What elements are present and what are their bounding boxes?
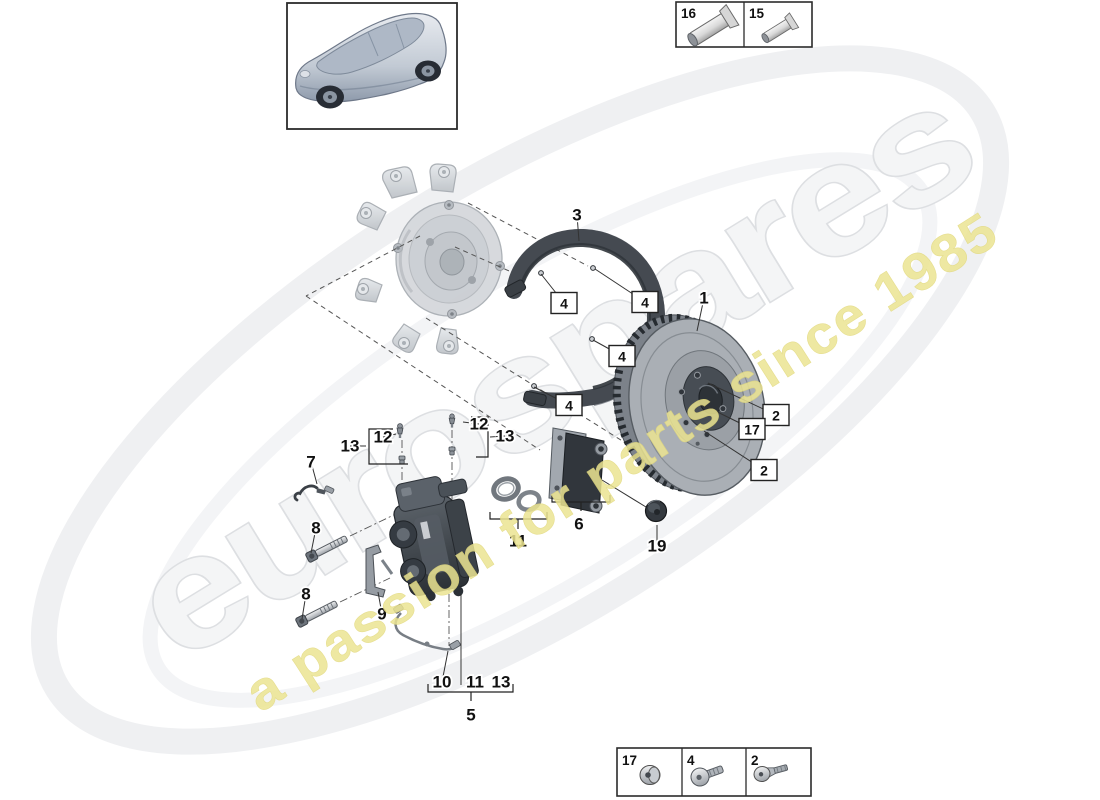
ref-box-bottom-right: 17 4 2 bbox=[616, 747, 812, 797]
callout-5: 5 bbox=[466, 706, 475, 725]
fitting-drawing bbox=[448, 446, 456, 456]
callout-box bbox=[738, 417, 766, 441]
leader-line bbox=[377, 591, 383, 615]
guide-bolt-drawing bbox=[305, 535, 348, 563]
callout-6: 6 bbox=[574, 515, 583, 534]
leader-line bbox=[301, 593, 307, 620]
callout-12: 12 bbox=[374, 428, 393, 447]
ref-box-top-right: 16 15 bbox=[675, 1, 813, 48]
ref-label-17: 17 bbox=[622, 753, 637, 768]
leader-line bbox=[310, 527, 317, 554]
callout-12: 12 bbox=[470, 415, 489, 434]
callout-10: 10 bbox=[433, 673, 452, 692]
leader-line bbox=[489, 435, 506, 438]
leader-line bbox=[310, 461, 318, 485]
car-thumbnail-box bbox=[286, 2, 458, 130]
ref-label-16: 16 bbox=[681, 6, 697, 21]
ref-label-2: 2 bbox=[751, 753, 759, 768]
callout-11: 11 bbox=[509, 532, 527, 551]
grease-tube-large-icon bbox=[687, 3, 740, 47]
group-brackets bbox=[368, 416, 611, 701]
leader-line bbox=[696, 297, 705, 332]
leader-line bbox=[462, 421, 480, 425]
callout-box bbox=[550, 291, 578, 315]
callout-9: 9 bbox=[377, 605, 386, 624]
boxed-callout-4: 4 bbox=[560, 296, 568, 312]
retainer-holder-drawing bbox=[365, 544, 394, 598]
callout-1: 1 bbox=[699, 289, 708, 308]
bleeder-valve-drawing bbox=[448, 413, 456, 428]
leader-line bbox=[576, 214, 580, 242]
fitting-drawing bbox=[398, 455, 406, 465]
boxed-callout-4: 4 bbox=[618, 349, 626, 365]
callout-13: 13 bbox=[492, 673, 511, 692]
callout-3: 3 bbox=[572, 206, 581, 225]
caliper-drawing bbox=[389, 476, 479, 602]
brake-pads-drawing bbox=[548, 427, 647, 514]
boxed-callout-4: 4 bbox=[641, 295, 649, 311]
wheel-carrier-drawing bbox=[354, 163, 505, 355]
boxed-callout-17: 17 bbox=[744, 422, 760, 438]
ref-label-15: 15 bbox=[749, 6, 765, 21]
callout-13: 13 bbox=[341, 437, 360, 456]
callout-box bbox=[750, 458, 778, 482]
suv-side-view-icon bbox=[295, 12, 447, 109]
plug-screw-icon bbox=[639, 765, 661, 785]
countersunk-screw-icon bbox=[753, 764, 789, 783]
dust-cap-drawing bbox=[644, 499, 668, 523]
callout-8: 8 bbox=[311, 519, 320, 538]
spring-clip-drawing bbox=[293, 484, 335, 502]
callout-8: 8 bbox=[301, 585, 310, 604]
brake-cable-drawing bbox=[393, 603, 461, 651]
brake-disc-drawing bbox=[612, 313, 766, 496]
boxed-callout-2: 2 bbox=[772, 408, 780, 424]
leader-line bbox=[441, 650, 449, 683]
callout-box bbox=[555, 393, 583, 417]
callout-11: 11 bbox=[466, 673, 484, 692]
callout-13: 13 bbox=[496, 427, 515, 446]
callout-box bbox=[762, 403, 790, 427]
guide-bolt-drawing bbox=[295, 600, 338, 628]
boxed-callout-2: 2 bbox=[760, 463, 768, 479]
callout-7: 7 bbox=[306, 453, 315, 472]
callout-box bbox=[608, 344, 636, 368]
boxed-callout-4: 4 bbox=[565, 398, 573, 414]
callout-19: 19 bbox=[648, 537, 667, 556]
leader-line bbox=[382, 433, 397, 438]
grease-tube-small-icon bbox=[761, 12, 800, 44]
ref-label-4: 4 bbox=[687, 753, 695, 768]
pan-head-screw-icon bbox=[690, 765, 724, 787]
sealing-rings-drawing bbox=[491, 476, 542, 512]
callout-box bbox=[631, 290, 659, 314]
bleeder-valve-drawing bbox=[396, 423, 404, 438]
